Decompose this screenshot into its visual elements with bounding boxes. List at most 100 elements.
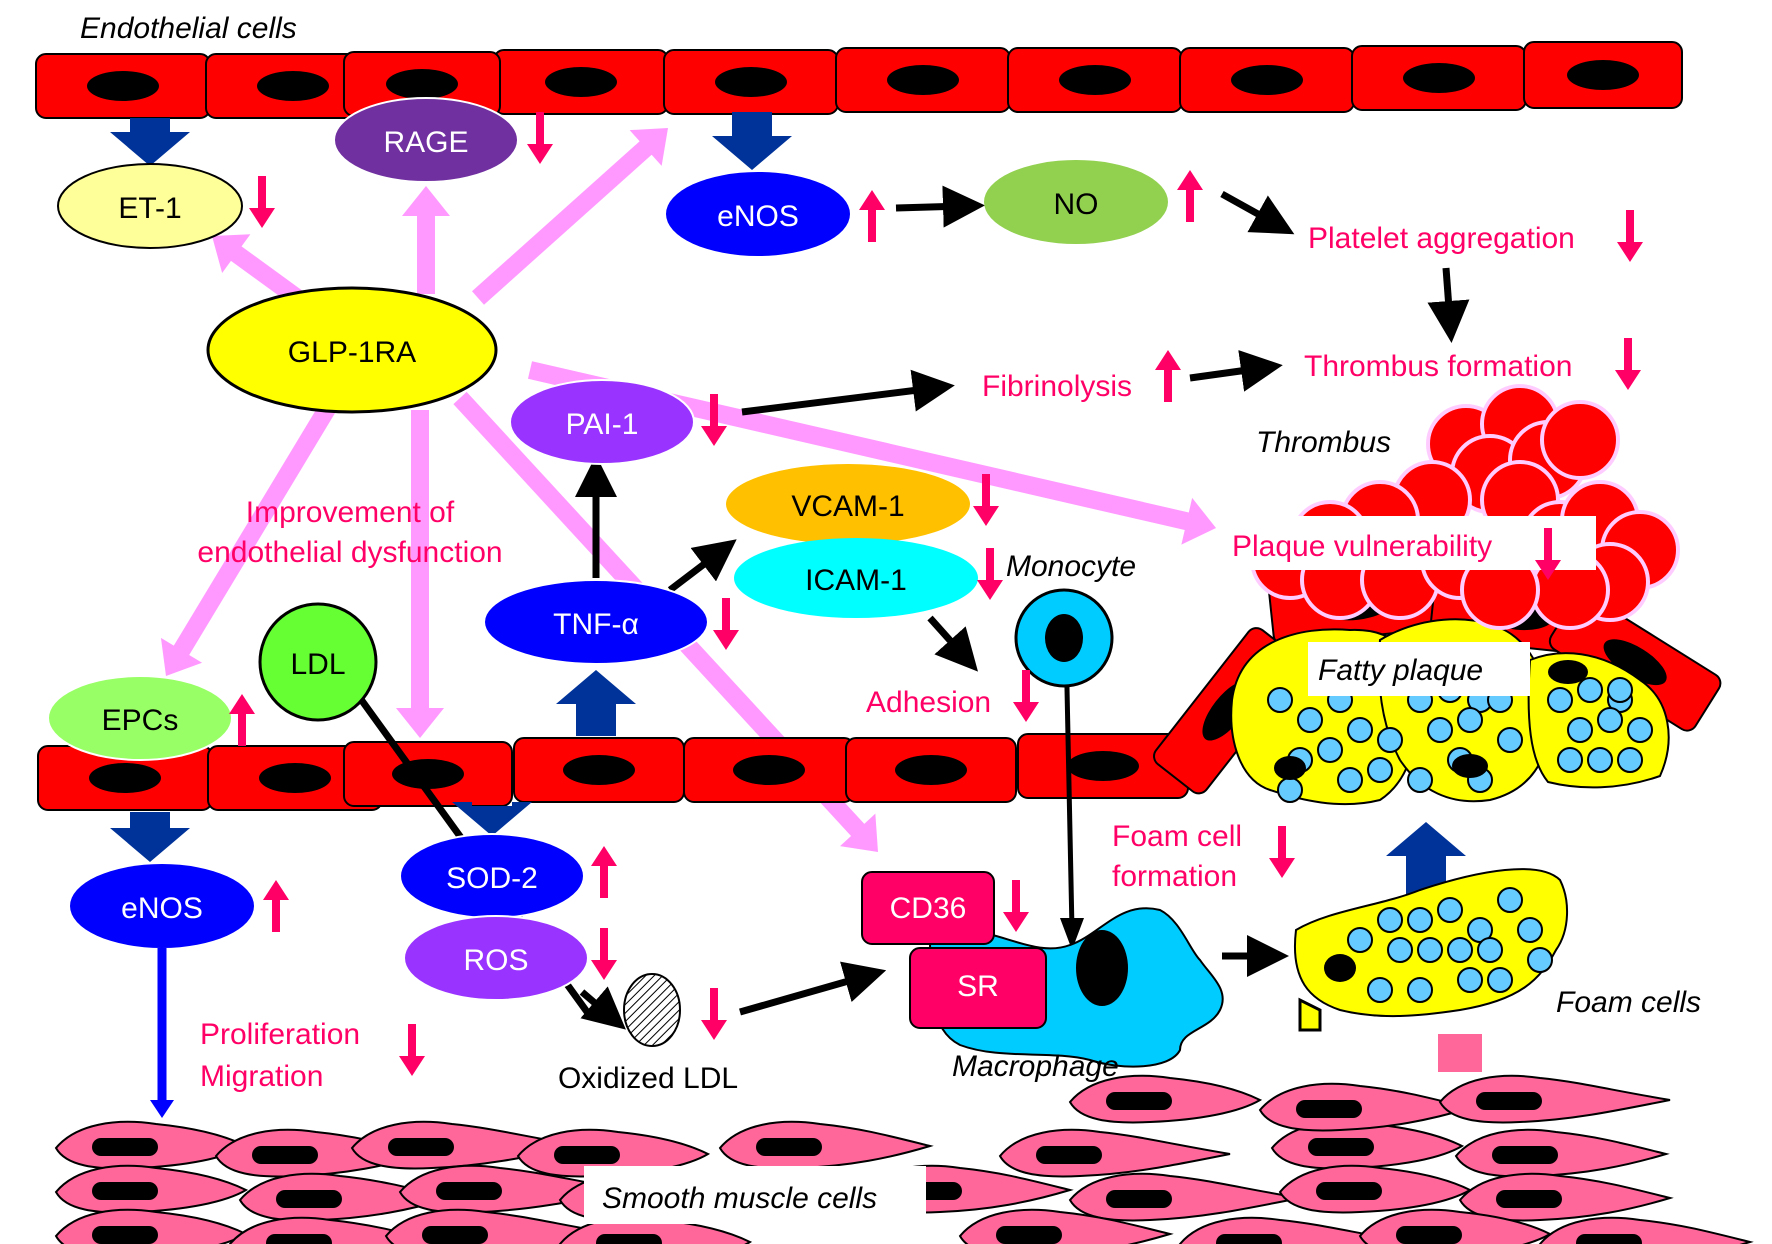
lipid-droplet — [1417, 937, 1443, 963]
foam-cell-formation-line2: formation — [1112, 860, 1237, 893]
lipid-droplet — [1487, 967, 1513, 993]
nucleus — [715, 67, 787, 97]
blue-block-arrow — [452, 802, 532, 836]
vcam1-node: VCAM-1 — [726, 464, 970, 544]
plaque-vulnerability-label: Plaque vulnerability — [1232, 530, 1492, 563]
oxidized-ldl-particle — [623, 973, 681, 1047]
endothelium-top — [35, 41, 1683, 119]
plaque-vulnerability-indicator — [1535, 528, 1561, 580]
endothelial-cell — [35, 53, 211, 119]
rage-node: RAGE — [333, 97, 519, 183]
smc-nucleus — [596, 1234, 662, 1244]
nucleus — [1067, 751, 1139, 781]
pink-arrow — [160, 399, 338, 676]
lipid-droplet — [1427, 717, 1453, 743]
nucleus — [386, 69, 458, 99]
no-indicator — [1177, 170, 1203, 222]
svg-text:ROS: ROS — [463, 944, 528, 977]
thrombus-formation-label: Thrombus formation — [1304, 350, 1572, 383]
lipid-droplet — [1477, 937, 1503, 963]
endothelial-cell — [205, 53, 381, 119]
smooth-muscle-cell — [1438, 1074, 1671, 1124]
blue-arrows — [110, 112, 1466, 1118]
svg-text:eNOS: eNOS — [121, 892, 203, 925]
plaque-vulnerability-box — [1222, 516, 1596, 570]
nucleus — [1403, 63, 1475, 93]
lipid-droplet — [1517, 917, 1543, 943]
smc-nucleus — [1106, 1092, 1172, 1110]
et1-node: ET-1 — [57, 163, 243, 249]
smc-nucleus — [554, 1146, 620, 1164]
lipid-droplet — [1587, 747, 1613, 773]
ros-to-oxldl-arrow — [579, 986, 626, 1030]
epcs-indicator — [229, 694, 255, 746]
lipid-droplet — [1597, 707, 1623, 733]
fibrinolysis-to-thrombus-arrow — [1189, 350, 1283, 392]
blue-block-arrow — [712, 112, 792, 170]
svg-text:PAI-1: PAI-1 — [566, 408, 639, 441]
thrombus-label: Thrombus — [1256, 426, 1391, 459]
smc-nucleus — [1576, 1234, 1642, 1244]
lipid-droplet — [1607, 677, 1633, 703]
adhesion-label: Adhesion — [866, 686, 991, 719]
foam-cell-formation-indicator — [1269, 826, 1295, 878]
improvement-line2: endothelial dysfunction — [197, 536, 502, 569]
proliferation-label: Proliferation — [200, 1018, 360, 1051]
lipid-droplet — [1367, 757, 1393, 783]
smooth-muscle-cell — [1258, 1082, 1474, 1132]
svg-text:SOD-2: SOD-2 — [446, 862, 538, 895]
lipid-droplet — [1577, 677, 1603, 703]
smooth-muscle-cell — [1454, 1128, 1670, 1178]
pink-arrow — [471, 128, 668, 305]
fatty-plaque-label: Fatty plaque — [1318, 654, 1483, 687]
nucleus — [1603, 639, 1667, 686]
proliferation-indicator — [399, 1024, 425, 1076]
lipid-droplet — [1547, 687, 1573, 713]
enos-top-node: eNOS — [666, 172, 850, 256]
smc-nucleus — [436, 1182, 502, 1200]
sod2-node: SOD-2 — [399, 833, 585, 919]
svg-text:GLP-1RA: GLP-1RA — [288, 336, 416, 369]
pai1-to-fibrinolysis-arrow — [741, 369, 955, 416]
red-blood-cell — [1540, 400, 1620, 480]
oxldl-to-macrophage-arrow — [739, 961, 887, 1016]
sr-box — [909, 947, 1047, 1029]
improvement-line1: Improvement of — [246, 496, 455, 529]
icam1-node: ICAM-1 — [734, 538, 978, 618]
nucleus — [1567, 60, 1639, 90]
nucleus — [392, 759, 464, 789]
smc-nucleus — [1492, 1146, 1558, 1164]
tnfa-node: TNF-α — [483, 579, 709, 665]
fibrinolysis-label: Fibrinolysis — [982, 370, 1132, 403]
svg-text:ET-1: ET-1 — [118, 192, 181, 225]
smc-nucleus — [92, 1182, 158, 1200]
endothelial-cell — [493, 49, 669, 115]
pink-arrow — [402, 186, 450, 294]
lipid-droplet — [1337, 767, 1363, 793]
smc-nucleus — [92, 1226, 158, 1244]
ldl-node — [258, 602, 378, 722]
smc-nucleus — [388, 1138, 454, 1156]
blue-block-arrow — [110, 812, 190, 862]
foam-cell-formation-line1: Foam cell — [1112, 820, 1242, 853]
endothelial-cells-label: Endothelial cells — [80, 12, 297, 45]
smc-nucleus — [1396, 1226, 1462, 1244]
endothelial-cell — [1007, 47, 1183, 113]
smooth-muscle-cell — [1538, 1216, 1754, 1244]
endothelial-cell — [1017, 733, 1189, 799]
fibrinolysis-indicator — [1155, 350, 1181, 402]
smc-nucleus — [1476, 1092, 1542, 1110]
smooth-muscle-cell — [54, 1120, 249, 1170]
oxldl-indicator — [701, 988, 727, 1040]
plaque-nucleus — [1274, 756, 1306, 780]
lipid-droplet — [1567, 717, 1593, 743]
nucleus — [895, 755, 967, 785]
svg-text:TNF-α: TNF-α — [553, 608, 639, 641]
lipid-droplet — [1617, 747, 1643, 773]
smc-nucleus — [1296, 1100, 1362, 1118]
thrombus-cluster — [1250, 384, 1680, 630]
svg-text:RAGE: RAGE — [383, 126, 468, 159]
sod2-indicator — [591, 846, 617, 898]
et1-indicator — [249, 176, 275, 228]
